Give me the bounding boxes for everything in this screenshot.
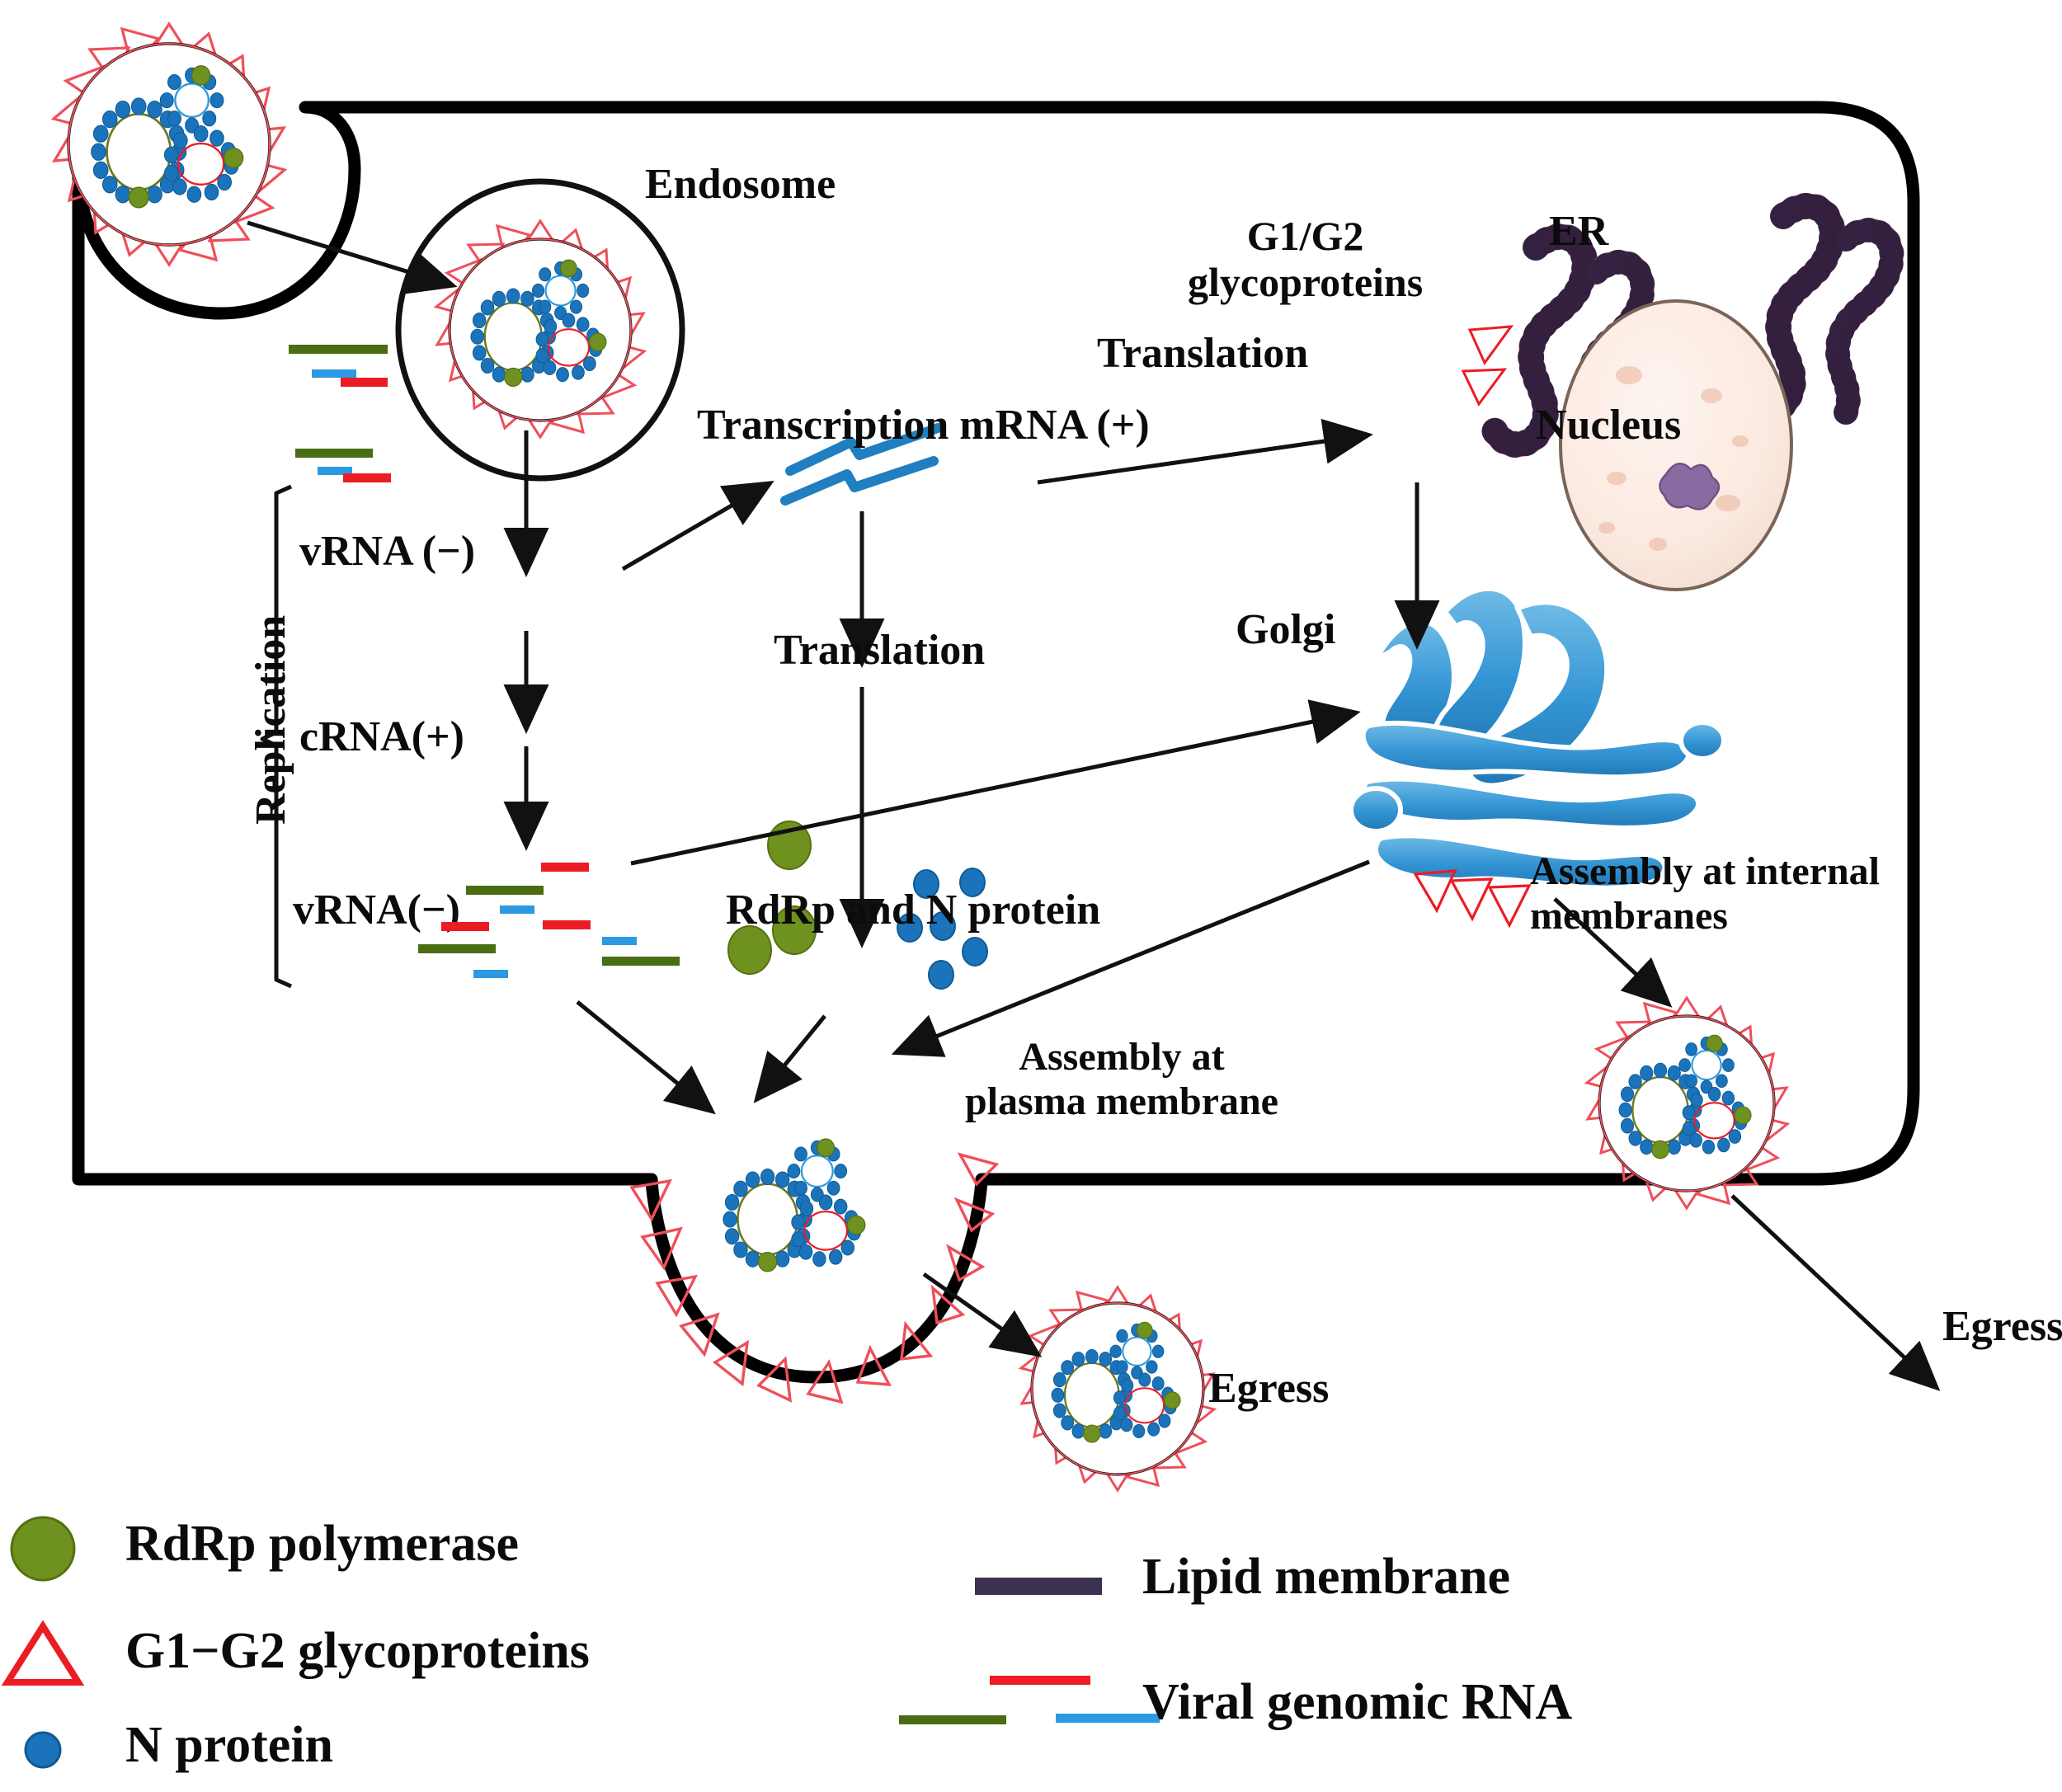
- label-er: ER: [1549, 208, 1609, 255]
- golgi-glycoprotein-triangles: [1413, 869, 1532, 929]
- nucleolus: [1659, 463, 1721, 510]
- rna-segment-vrna-minus-top-0: [289, 345, 388, 354]
- plasma-membrane-outline: [72, 101, 1920, 1384]
- label-vrna-minus-top: vRNA (−): [299, 528, 476, 575]
- rna-segment-vrna-minus-bottom-6: [602, 937, 637, 945]
- legend-label-lipid-membrane: Lipid membrane: [1142, 1549, 1511, 1605]
- label-endosome: Endosome: [645, 161, 836, 208]
- rna-segment-vrna-minus-top-1: [312, 369, 356, 378]
- legend-label-viral-genomic-rna: Viral genomic RNA: [1142, 1674, 1573, 1730]
- label-g1g2-glycoproteins: G1/G2 glycoproteins: [1188, 213, 1424, 305]
- legend-nprotein-circle-icon: [24, 1731, 62, 1769]
- label-vrna-minus-bottom: vRNA(−): [293, 887, 460, 934]
- label-egress-right: Egress: [1942, 1303, 2062, 1350]
- virion-budding: [629, 1139, 1000, 1404]
- label-egress-bottom: Egress: [1208, 1365, 1330, 1412]
- legend-rna-red-bar-icon: [990, 1676, 1090, 1685]
- er-glycoprotein-triangles: [1461, 325, 1514, 407]
- golgi-apparatus: [1349, 586, 1726, 929]
- rna-segment-vrna-minus-bottom-3: [441, 922, 489, 931]
- rna-segment-vrna-minus-bottom-7: [602, 957, 680, 966]
- rna-segment-vrna-minus-top-2: [341, 378, 388, 387]
- legend-rdrp-circle-icon: [10, 1516, 76, 1582]
- glycoprotein-spikes-on-pit: [629, 1152, 1000, 1404]
- label-translation-er: Translation: [1097, 330, 1309, 377]
- label-assembly-internal-membranes: Assembly at internal membranes: [1530, 849, 1880, 938]
- legend-lipid-membrane-bar-icon: [975, 1578, 1102, 1595]
- legend-rna-blue-bar-icon: [1056, 1714, 1160, 1723]
- label-assembly-plasma-membrane: Assembly at plasma membrane: [965, 1035, 1278, 1123]
- virion-egress-bottom: [1018, 1285, 1217, 1493]
- rna-segment-vrna-minus-bottom-1: [466, 886, 544, 895]
- virion-internal: [1584, 995, 1791, 1211]
- label-translation-cytoplasm: Translation: [774, 627, 986, 674]
- legend-label-n-protein: N protein: [125, 1717, 334, 1773]
- rna-segment-vrna-minus-bottom-2: [500, 905, 534, 914]
- label-nucleus: Nucleus: [1536, 402, 1682, 449]
- label-golgi: Golgi: [1236, 606, 1336, 653]
- rna-segment-crna-plus-2: [343, 473, 391, 482]
- transcription-mrna-strands: [780, 423, 943, 506]
- rna-segment-crna-plus-1: [318, 467, 352, 475]
- virion-in-endosome: [433, 219, 647, 440]
- legend-rna-green-bar-icon: [899, 1715, 1006, 1724]
- rna-segment-crna-plus-0: [295, 449, 373, 458]
- rdrp-protein-pool: [727, 821, 817, 975]
- label-transcription-mrna: Transcription mRNA (+): [697, 402, 1150, 449]
- label-rdrp-and-n-protein: RdRp and N protein: [726, 887, 1101, 934]
- label-crna-plus: cRNA(+): [299, 713, 465, 760]
- n-protein-pool: [897, 868, 988, 990]
- rna-segment-vrna-minus-bottom-4: [543, 920, 591, 929]
- flow-arrows: [247, 220, 1941, 1391]
- replication-bracket: [260, 484, 293, 989]
- virion-extracellular: [50, 21, 288, 267]
- legend-label-g1-g2-glycoproteins: G1−G2 glycoproteins: [125, 1623, 590, 1679]
- legend-label-rdrp-polymerase: RdRp polymerase: [125, 1516, 520, 1572]
- rna-segment-vrna-minus-bottom-0: [541, 863, 589, 872]
- nucleus: [1559, 299, 1793, 591]
- rna-segment-vrna-minus-bottom-8: [473, 970, 508, 978]
- rna-segment-vrna-minus-bottom-5: [418, 944, 496, 953]
- legend-glycoprotein-triangle-outline-icon: [1, 1620, 85, 1686]
